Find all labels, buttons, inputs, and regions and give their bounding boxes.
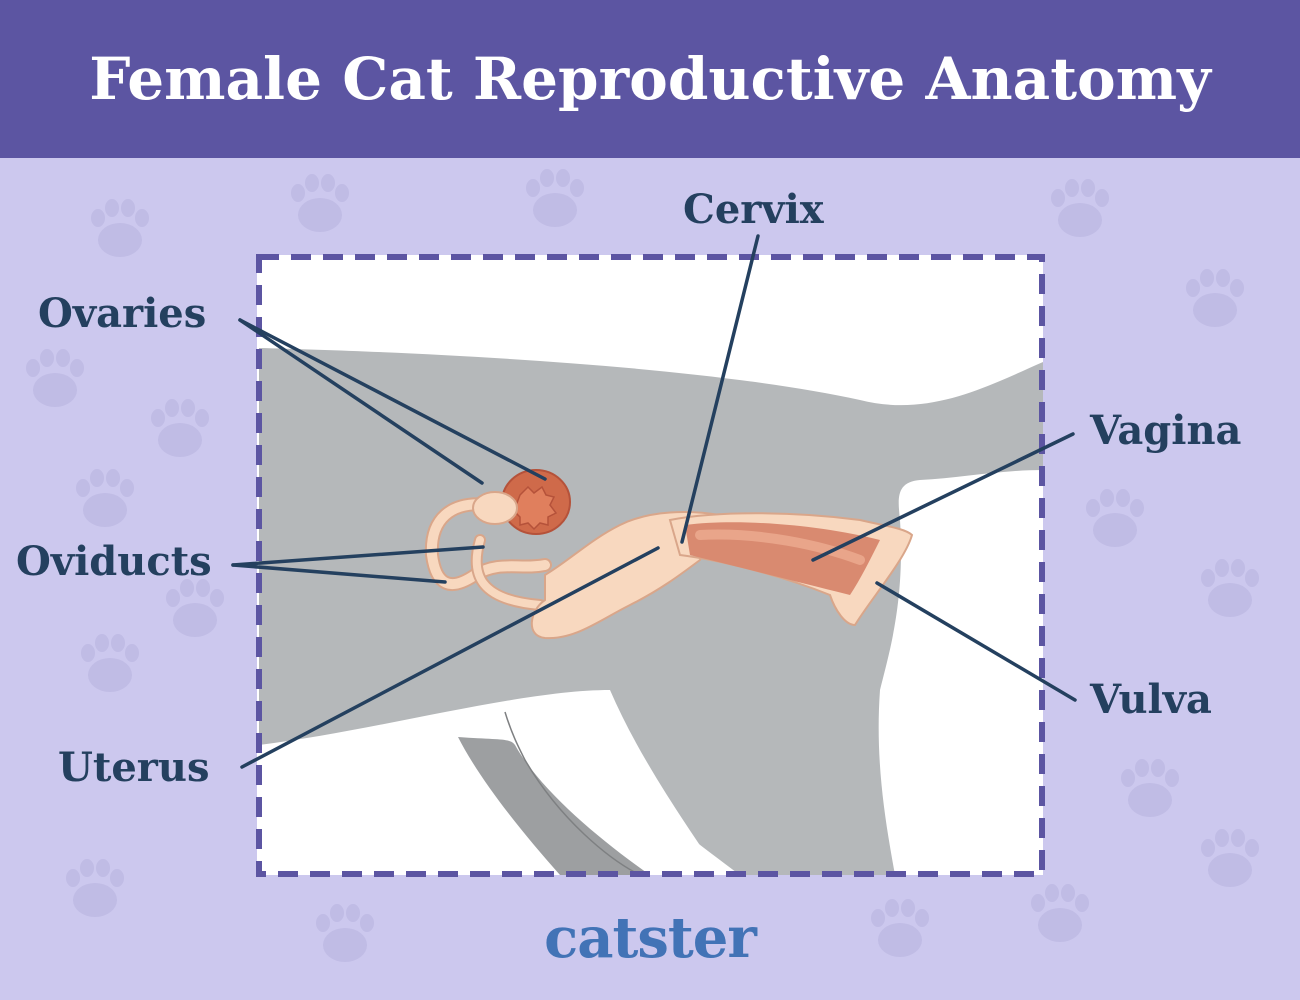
label-vagina: Vagina	[1090, 407, 1242, 454]
catster-logo: catster	[544, 905, 757, 971]
leader-lines	[231, 234, 1077, 769]
diagram-frame-border	[256, 254, 1045, 877]
cat-leg-shadow	[458, 737, 650, 875]
header-banner: Female Cat Reproductive Anatomy	[0, 0, 1300, 158]
label-oviducts: Oviducts	[16, 538, 212, 585]
label-uterus: Uterus	[58, 744, 210, 791]
label-vulva: Vulva	[1090, 676, 1212, 723]
label-ovaries: Ovaries	[38, 290, 207, 337]
uterus-shape	[530, 511, 722, 640]
cat-body-shape	[259, 348, 1043, 875]
label-cervix: Cervix	[683, 186, 824, 233]
page-title: Female Cat Reproductive Anatomy	[89, 45, 1211, 113]
